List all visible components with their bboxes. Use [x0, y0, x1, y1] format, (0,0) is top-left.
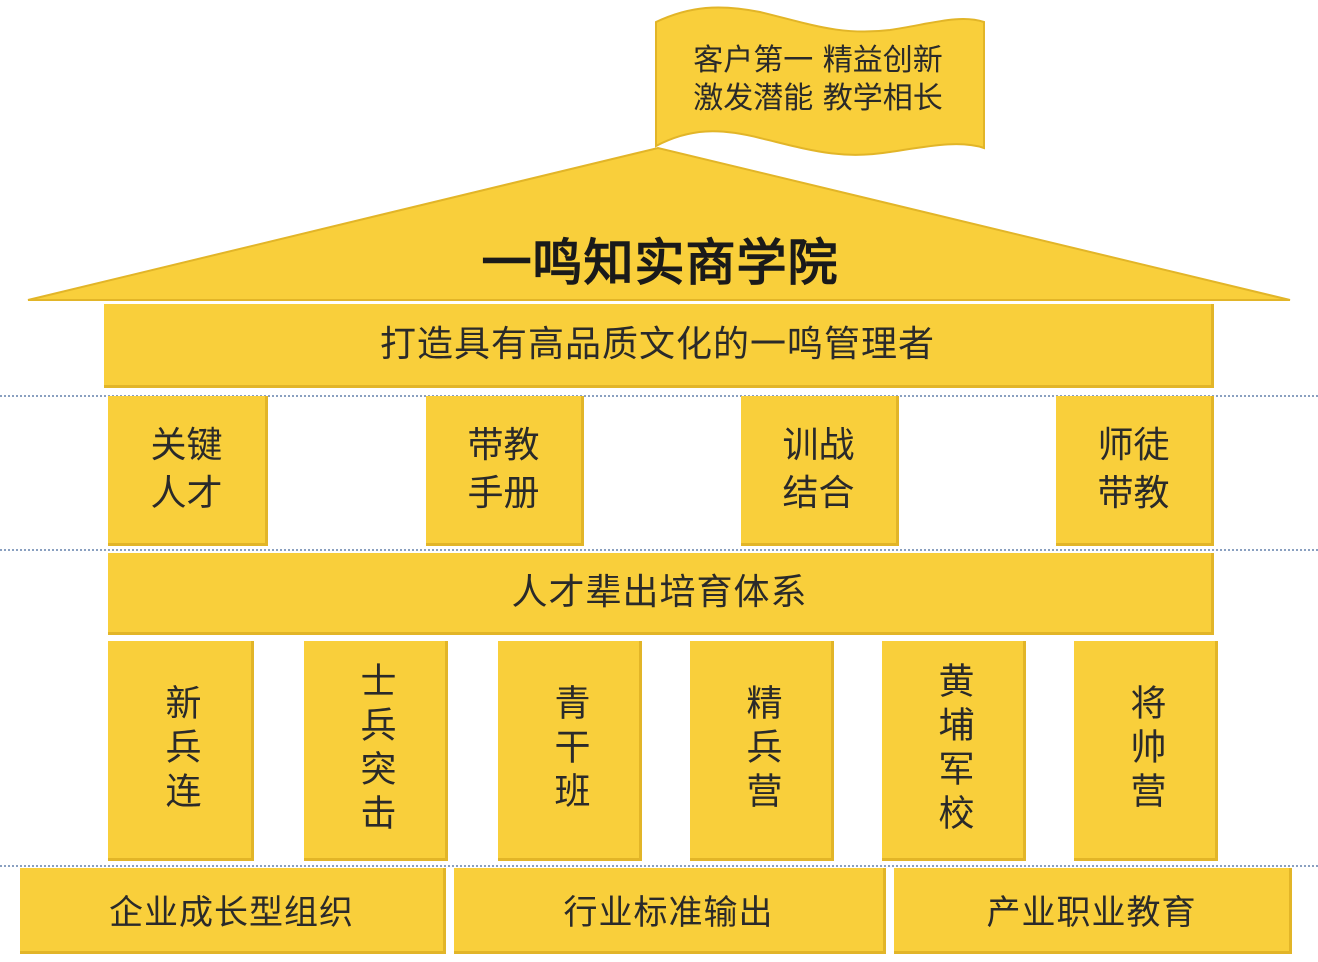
top-beam: 打造具有高品质文化的一鸣管理者: [104, 304, 1214, 388]
foundation-block: 企业成长型组织: [20, 868, 446, 954]
foundation-block: 行业标准输出: [454, 868, 886, 954]
motto-text: 客户第一 精益创新 激发潜能 教学相长: [668, 42, 968, 118]
upper-pillar-line-2: 人才: [150, 472, 223, 514]
upper-pillar-line-2: 结合: [782, 472, 855, 514]
upper-pillar: 师徒 带教: [1056, 396, 1214, 546]
lower-column: 新兵连: [108, 641, 254, 861]
guide-line-3: [0, 865, 1318, 867]
lower-column-label: 青干班: [548, 683, 590, 816]
lower-column: 黄埔军校: [882, 641, 1026, 861]
lower-column-label: 精兵营: [740, 683, 782, 816]
lower-column-label: 将帅营: [1124, 683, 1166, 816]
upper-pillar-line-1: 带教: [467, 424, 540, 466]
foundation-label: 产业职业教育: [986, 893, 1197, 933]
upper-pillar: 训战 结合: [741, 396, 899, 546]
upper-pillar-line-2: 带教: [1097, 472, 1170, 514]
lower-column: 青干班: [498, 641, 642, 861]
foundation-block: 产业职业教育: [894, 868, 1292, 954]
upper-pillar-line-1: 关键: [150, 424, 223, 466]
upper-pillar-line-2: 手册: [467, 472, 540, 514]
upper-pillar-line-1: 训战: [782, 424, 855, 466]
lower-column-label: 黄埔军校: [932, 661, 974, 838]
lower-column: 精兵营: [690, 641, 834, 861]
academy-title: 一鸣知实商学院: [481, 234, 839, 292]
guide-line-2: [0, 549, 1318, 551]
upper-pillar: 带教 手册: [426, 396, 584, 546]
top-beam-label: 打造具有高品质文化的一鸣管理者: [379, 323, 935, 365]
foundation-label: 企业成长型组织: [109, 893, 354, 933]
lower-column: 士兵突击: [304, 641, 448, 861]
guide-line-1: [0, 395, 1318, 397]
upper-pillar-line-1: 师徒: [1097, 424, 1170, 466]
motto-line-2: 激发潜能 教学相长: [693, 81, 943, 116]
middle-beam: 人才辈出培育体系: [108, 553, 1214, 635]
upper-pillar: 关键 人才: [108, 396, 268, 546]
lower-column-label: 士兵突击: [354, 661, 396, 838]
motto-line-1: 客户第一 精益创新: [693, 43, 943, 78]
lower-column: 将帅营: [1074, 641, 1218, 861]
foundation-label: 行业标准输出: [563, 893, 774, 933]
middle-beam-label: 人才辈出培育体系: [511, 571, 808, 613]
lower-column-label: 新兵连: [159, 683, 201, 816]
